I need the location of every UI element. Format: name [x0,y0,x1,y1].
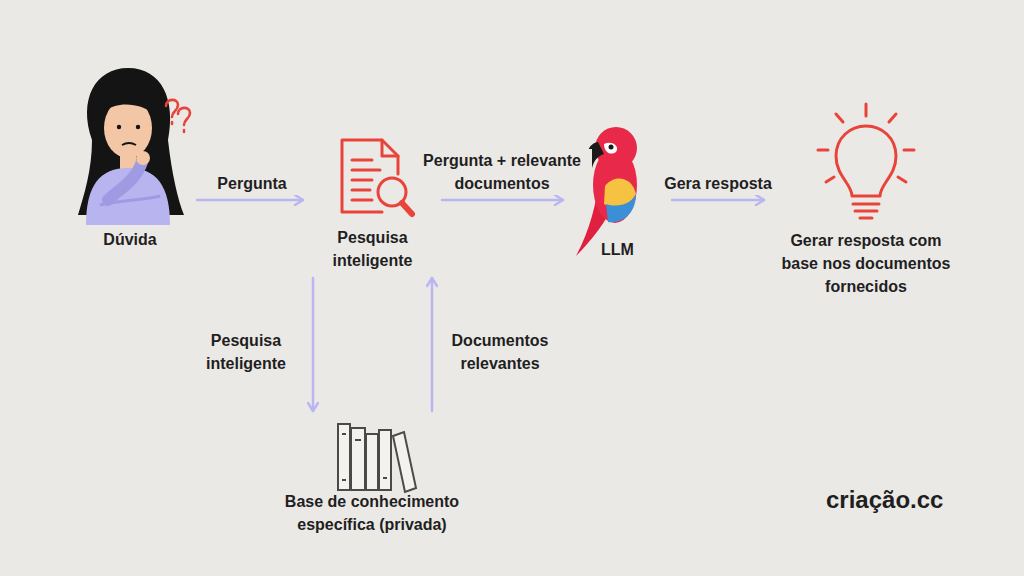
node-label: Gerar resposta com base nos documentos f… [766,229,966,298]
arrow-connector [672,199,764,202]
watermark: criação.cc [826,486,943,514]
icon-space [766,95,966,229]
node-label: Pesquisa inteligente [305,226,440,272]
edge-label: Pergunta + relevante documentos [412,149,592,195]
icon-node: Dúvida [65,70,195,253]
icon-node: Gerar resposta com base nos documentos f… [766,95,966,300]
node-label: Base de conhecimento específica (privada… [272,490,472,536]
lightbulb-icon [818,104,914,218]
icon-space [65,70,195,228]
edge-label: Pesquisa inteligente [196,329,296,375]
node-label: Dúvida [65,228,195,251]
woman-figure [78,68,190,225]
node-label: LLM [565,238,670,261]
books-icon [338,424,416,492]
edge-label: Gera resposta [658,172,778,195]
arrow-connector [442,199,563,202]
icon-space [272,415,472,490]
icon-node: Base de conhecimento específica (privada… [272,415,472,538]
arrow-connector [312,278,315,411]
edge-label: Pergunta [202,172,302,195]
edge-label: Documentos relevantes [440,329,560,375]
document-search-icon [342,140,412,214]
arrow-connector [197,199,303,202]
arrow-connector [431,278,434,411]
